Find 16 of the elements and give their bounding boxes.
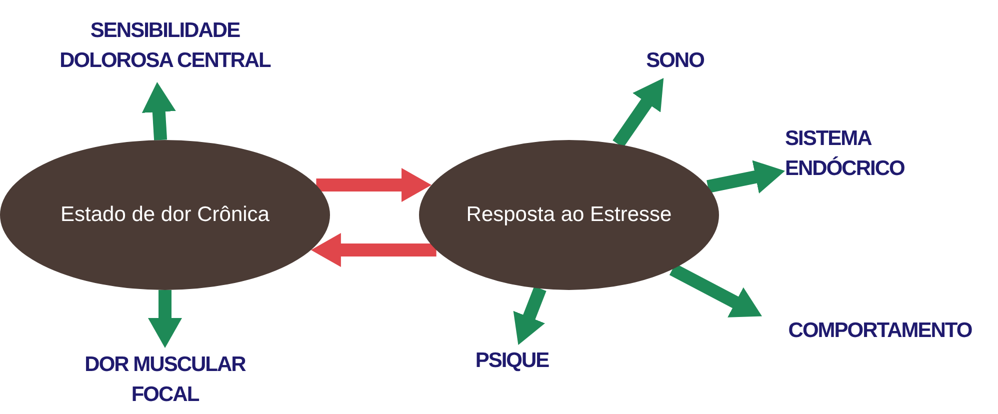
topic-label: SONO bbox=[630, 45, 720, 78]
block-arrow bbox=[310, 233, 436, 267]
topic-label: SISTEMA ENDÓCRICO bbox=[785, 122, 950, 186]
node-text: Resposta ao Estresse bbox=[466, 202, 672, 228]
block-arrow bbox=[142, 82, 176, 140]
topic-label: PSIQUE bbox=[462, 345, 562, 377]
topic-label: SENSIBILIDADE DOLOROSA CENTRAL bbox=[45, 10, 285, 82]
block-arrow bbox=[612, 78, 664, 148]
block-arrow bbox=[706, 160, 785, 194]
block-arrow bbox=[513, 286, 546, 345]
topic-label: DOR MUSCULAR FOCAL bbox=[55, 348, 275, 412]
block-arrow bbox=[316, 168, 432, 202]
topic-label: COMPORTAMENTO bbox=[762, 315, 998, 347]
node-text: Estado de dor Crônica bbox=[60, 202, 270, 228]
block-arrow bbox=[148, 290, 182, 348]
block-arrow bbox=[669, 264, 762, 318]
